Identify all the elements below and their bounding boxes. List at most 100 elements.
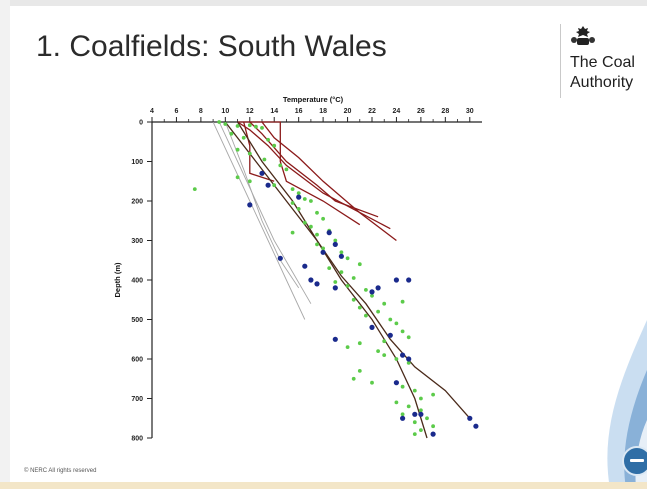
x-tick-label: 28 bbox=[441, 108, 449, 115]
royal-crest-icon bbox=[571, 26, 595, 45]
data-point bbox=[278, 163, 283, 168]
data-point bbox=[406, 404, 411, 409]
data-point bbox=[357, 305, 362, 310]
profile-line-9 bbox=[212, 121, 306, 320]
data-point bbox=[345, 256, 350, 261]
x-tick-label: 16 bbox=[295, 108, 303, 115]
profile-line-7 bbox=[224, 121, 428, 439]
x-tick-label: 20 bbox=[344, 108, 352, 115]
data-point bbox=[393, 277, 399, 283]
profile-line-10 bbox=[218, 121, 312, 304]
data-point bbox=[431, 424, 435, 429]
data-point bbox=[419, 396, 423, 401]
data-point bbox=[382, 339, 387, 344]
data-point bbox=[247, 179, 252, 184]
data-point bbox=[308, 277, 314, 283]
data-point bbox=[339, 270, 344, 274]
data-point bbox=[327, 266, 332, 270]
data-point bbox=[393, 380, 399, 386]
x-tick-label: 12 bbox=[246, 108, 254, 115]
logo-text-line2: Authority bbox=[570, 74, 634, 91]
data-point bbox=[387, 332, 393, 338]
data-point bbox=[235, 175, 240, 180]
y-tick-label: 600 bbox=[131, 357, 143, 364]
x-tick-label: 24 bbox=[393, 108, 401, 115]
data-point bbox=[309, 199, 313, 203]
data-point bbox=[302, 197, 307, 201]
data-point bbox=[400, 352, 406, 358]
data-point bbox=[394, 321, 399, 326]
logo-divider bbox=[560, 24, 561, 98]
data-point bbox=[290, 230, 295, 235]
data-point bbox=[315, 242, 319, 247]
y-tick-label: 500 bbox=[131, 317, 143, 324]
data-point bbox=[369, 289, 375, 295]
data-point bbox=[241, 135, 246, 140]
data-point bbox=[400, 384, 405, 389]
data-point bbox=[473, 423, 479, 429]
logo-text-line1: The Coal bbox=[570, 54, 635, 71]
data-point bbox=[326, 230, 332, 236]
profile-line-5 bbox=[237, 121, 391, 230]
data-point bbox=[247, 202, 253, 208]
data-point bbox=[262, 157, 267, 162]
coal-authority-logo: The Coal Authority bbox=[560, 22, 647, 104]
bgs-badge-icon bbox=[622, 446, 647, 476]
data-point bbox=[296, 194, 302, 200]
data-point bbox=[412, 388, 417, 393]
data-point bbox=[370, 293, 374, 298]
copyright-notice: © NERC All rights reserved bbox=[24, 468, 97, 474]
data-point bbox=[296, 207, 301, 211]
data-point bbox=[332, 241, 338, 247]
data-point bbox=[338, 253, 344, 259]
data-point bbox=[254, 124, 258, 129]
data-point bbox=[412, 411, 418, 417]
data-point bbox=[425, 416, 429, 421]
data-point bbox=[431, 392, 435, 397]
data-point bbox=[277, 255, 283, 261]
data-point bbox=[309, 224, 313, 229]
data-point bbox=[406, 361, 411, 365]
data-point bbox=[364, 288, 368, 292]
data-point bbox=[266, 137, 270, 142]
slide-title: 1. Coalfields: South Wales bbox=[36, 30, 387, 63]
x-tick-label: 10 bbox=[221, 108, 229, 115]
data-point bbox=[217, 120, 222, 124]
profile-line-3 bbox=[249, 121, 379, 218]
data-point bbox=[272, 143, 277, 148]
data-point bbox=[351, 376, 356, 381]
profile-line-4 bbox=[261, 121, 397, 242]
data-point bbox=[394, 357, 399, 361]
data-point bbox=[272, 183, 277, 188]
data-point bbox=[235, 147, 240, 152]
data-point bbox=[400, 415, 406, 421]
data-point bbox=[192, 187, 197, 192]
y-tick-label: 100 bbox=[131, 159, 143, 166]
data-point bbox=[321, 216, 325, 221]
data-point bbox=[302, 220, 307, 225]
y-tick-label: 800 bbox=[131, 436, 143, 443]
profile-line-2 bbox=[237, 121, 361, 226]
x-tick-label: 22 bbox=[368, 108, 376, 115]
data-point bbox=[333, 238, 338, 243]
data-point bbox=[357, 262, 362, 267]
x-tick-label: 18 bbox=[319, 108, 327, 115]
data-point bbox=[376, 309, 380, 314]
data-point bbox=[412, 432, 417, 436]
slide-top-border bbox=[0, 0, 647, 6]
data-point bbox=[259, 170, 265, 176]
profile-line-11 bbox=[224, 121, 300, 289]
data-point bbox=[302, 263, 308, 269]
data-point bbox=[314, 281, 320, 287]
data-point bbox=[406, 277, 412, 283]
data-point bbox=[382, 301, 387, 306]
x-tick-label: 8 bbox=[199, 108, 203, 115]
y-tick-label: 0 bbox=[139, 120, 143, 127]
slide-bottom-bar bbox=[0, 482, 647, 489]
data-point bbox=[406, 335, 411, 340]
y-axis-label: Depth (m) bbox=[113, 262, 122, 297]
data-point bbox=[235, 124, 240, 128]
data-point bbox=[223, 122, 228, 126]
data-point bbox=[345, 345, 350, 349]
